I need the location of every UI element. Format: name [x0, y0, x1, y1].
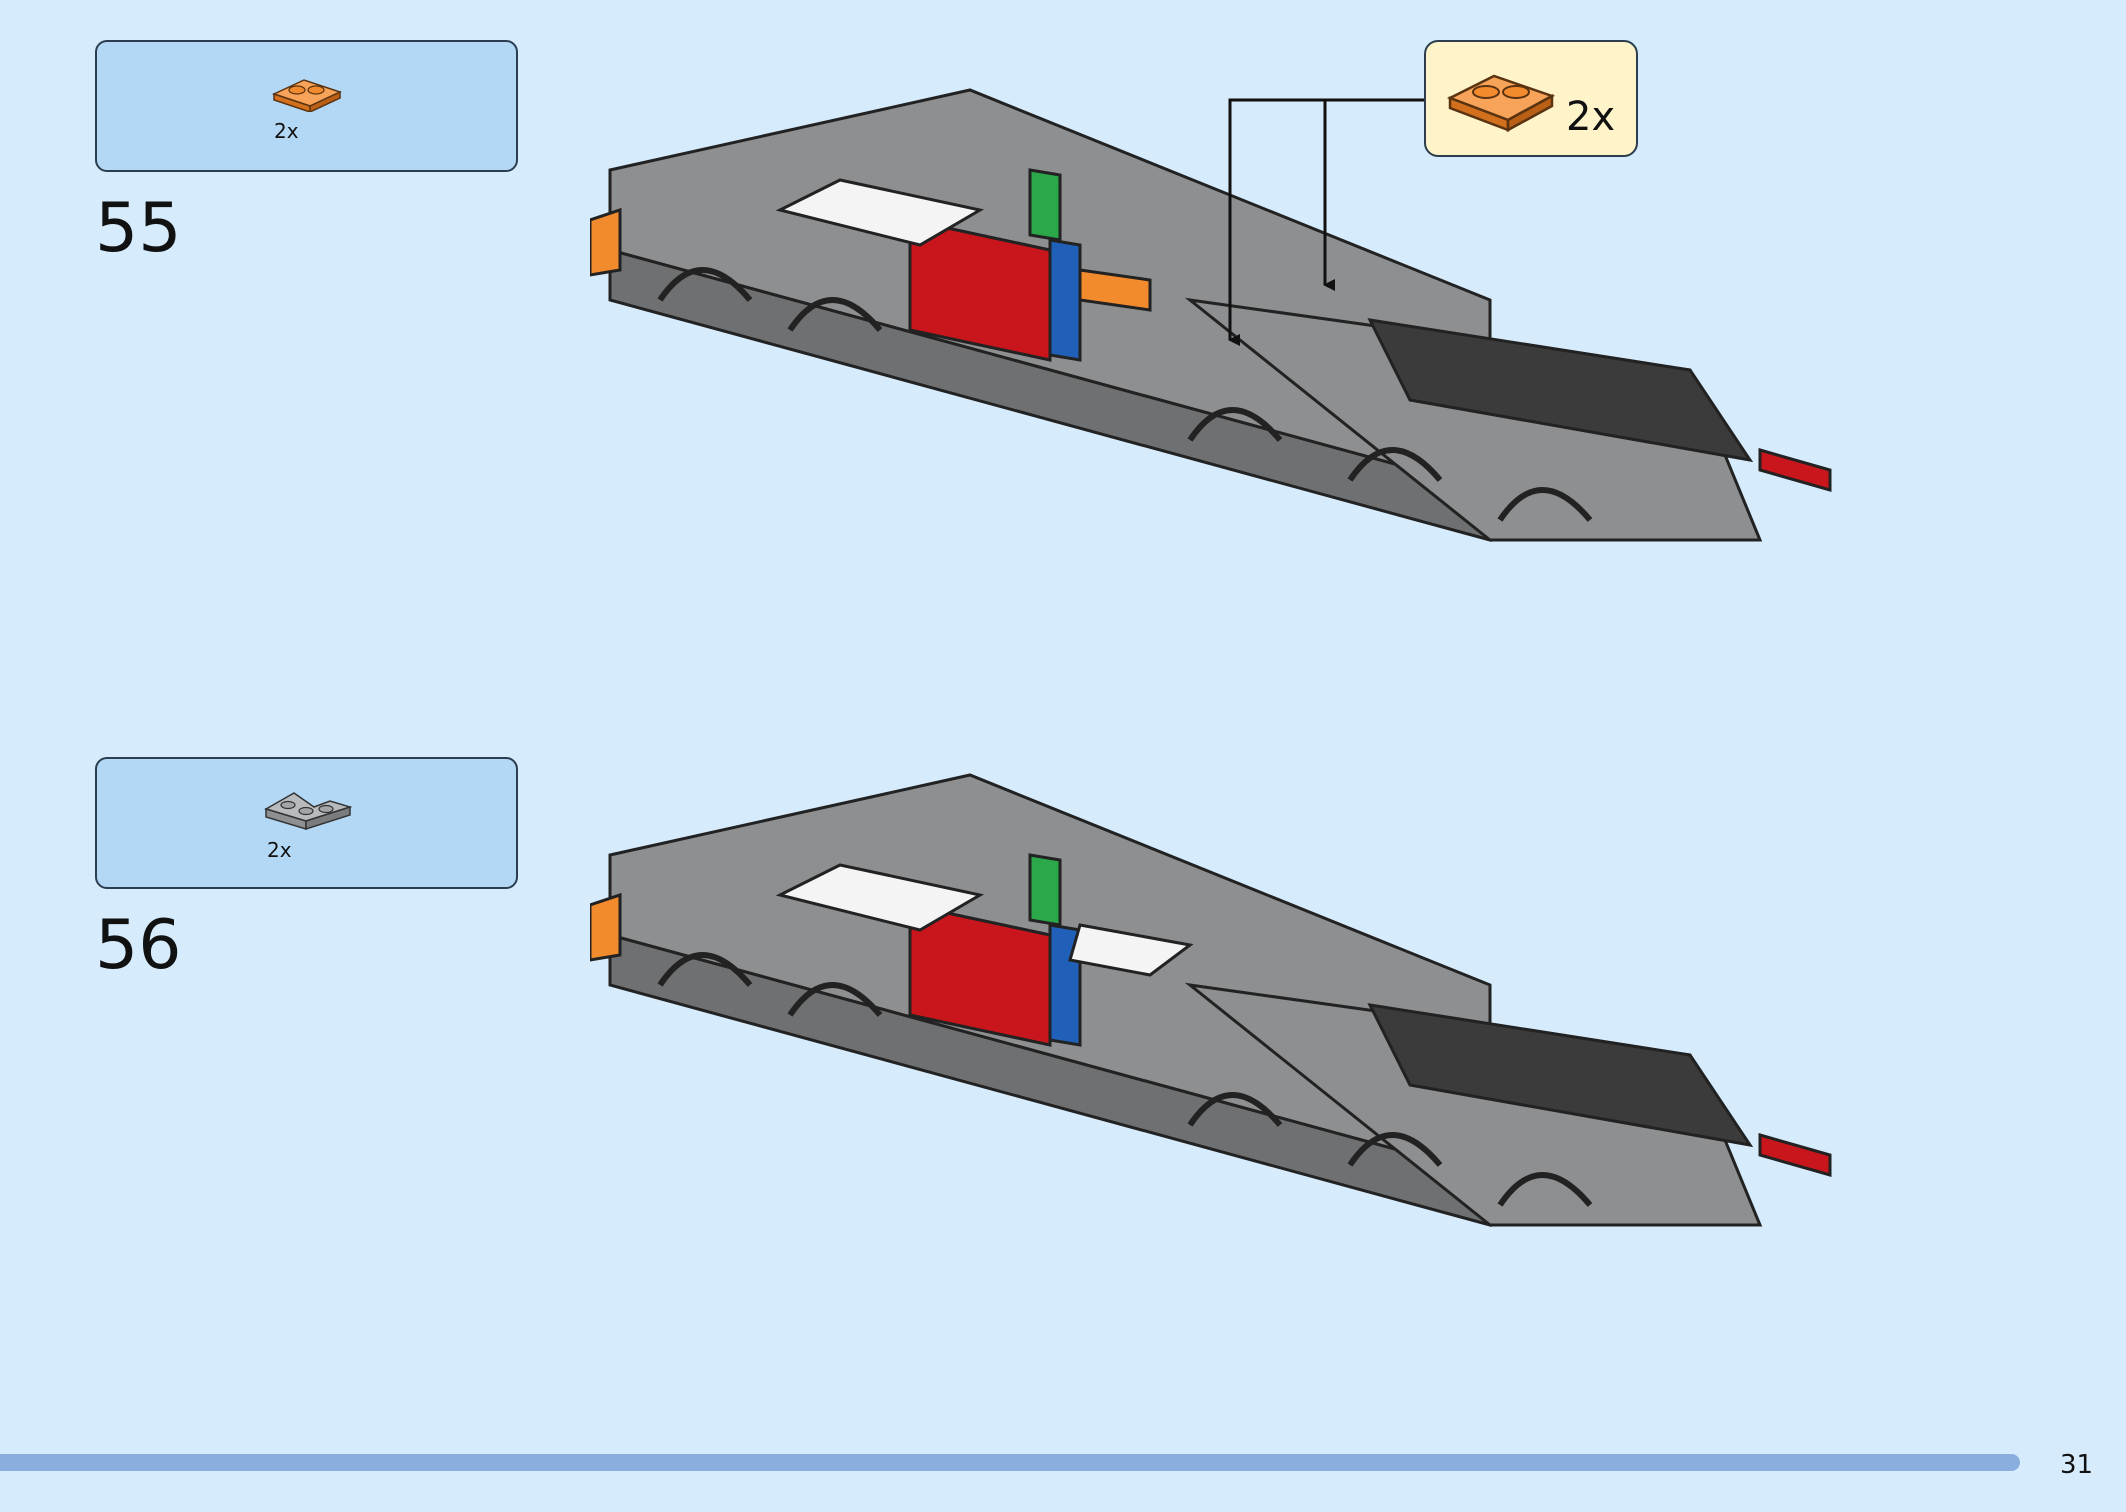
progress-bar	[0, 1454, 2020, 1471]
orange-plate-1x2-icon	[1446, 74, 1556, 133]
step-number: 56	[95, 906, 182, 985]
part-quantity: 2x	[274, 119, 299, 143]
model-assembly	[590, 773, 1832, 1227]
gray-corner-plate-icon	[264, 792, 353, 831]
model-step-56	[590, 773, 1832, 1227]
assembly-callout: 2x	[1424, 40, 1638, 157]
page-number: 31	[2060, 1450, 2094, 1480]
model-assembly	[590, 88, 1832, 542]
callout-quantity: 2x	[1566, 94, 1616, 140]
part-quantity: 2x	[267, 838, 292, 862]
step-55-parts-box: 2x	[95, 40, 518, 172]
model-step-55	[590, 88, 1832, 542]
step-number: 55	[95, 189, 182, 268]
orange-plate-1x2-icon	[272, 79, 342, 112]
step-56-parts-box: 2x	[95, 757, 518, 889]
